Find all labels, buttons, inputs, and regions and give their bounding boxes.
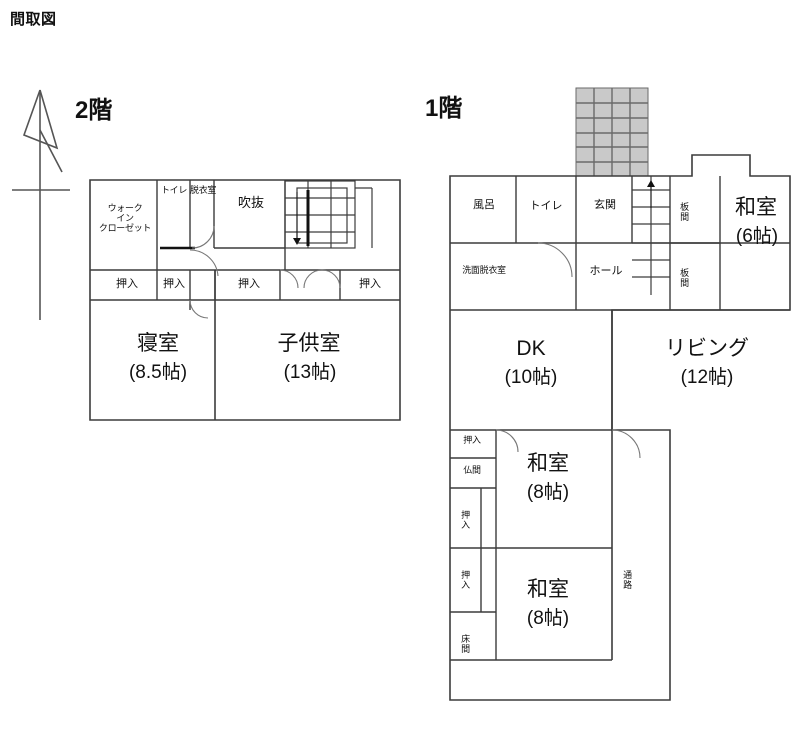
page-title: 間取図 xyxy=(10,11,57,28)
floor2-caption: 2階 xyxy=(75,97,113,124)
floor1-plan xyxy=(449,87,791,701)
north-arrow-icon xyxy=(12,89,70,320)
floor1-staircase xyxy=(632,176,670,295)
floor2-staircase xyxy=(284,180,373,249)
entrance-approach-tiles xyxy=(575,87,649,177)
floor2-plan xyxy=(89,179,401,421)
floor1-caption: 1階 xyxy=(425,95,463,122)
